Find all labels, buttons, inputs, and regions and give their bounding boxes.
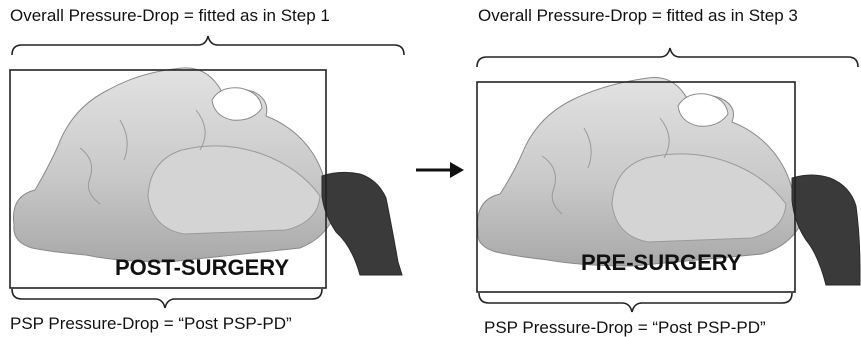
arrow-head-icon — [450, 162, 464, 178]
right-panel-label: PRE-SURGERY — [581, 250, 742, 275]
right-pharynx-shape — [792, 175, 860, 285]
right-panel: Overall Pressure-Drop = fitted as in Ste… — [477, 6, 860, 337]
left-bottom-brace — [12, 289, 322, 308]
left-panel: Overall Pressure-Drop = fitted as in Ste… — [10, 6, 404, 333]
right-bottom-caption: PSP Pressure-Drop = “Post PSP-PD” — [484, 318, 766, 337]
left-pharynx-shape — [322, 172, 402, 275]
transition-arrow — [416, 162, 464, 178]
left-top-caption: Overall Pressure-Drop = fitted as in Ste… — [10, 6, 330, 25]
left-top-brace — [12, 36, 404, 55]
left-panel-label: POST-SURGERY — [115, 255, 289, 280]
right-top-caption: Overall Pressure-Drop = fitted as in Ste… — [478, 6, 798, 25]
right-top-brace — [477, 48, 858, 67]
right-bottom-brace — [479, 293, 792, 312]
left-bottom-caption: PSP Pressure-Drop = “Post PSP-PD” — [10, 314, 292, 333]
left-airway-model — [13, 68, 402, 275]
